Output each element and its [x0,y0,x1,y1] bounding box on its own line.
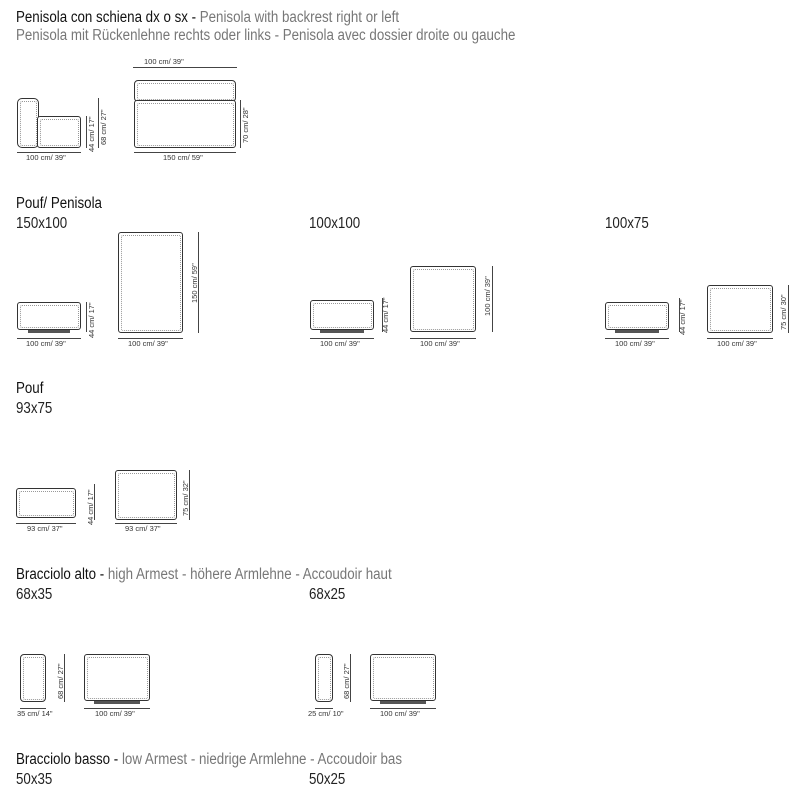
section-subtitle-penisola-backrest: Penisola mit Rückenlehne rechts oder lin… [16,27,516,44]
dim-width-top: 100 cm/ 39" [95,709,135,718]
dim-width-top: 100 cm/ 39" [128,339,168,348]
section-title-pouf: Pouf [16,380,44,397]
section-title-bracciolo-basso: Bracciolo basso - low Armest - niedrige … [16,751,403,768]
dim-height-back: 68 cm/ 27" [99,109,108,145]
size-label: 150x100 [16,215,68,232]
dim-height-seat: 44 cm/ 17" [87,116,96,152]
title-translation: Penisola with backrest right or left [199,9,400,26]
dim-height: 68 cm/ 27" [342,663,351,699]
dim-width-top: 100 cm/ 39" [717,339,757,348]
size-label: 50x25 [309,771,346,788]
dim-width: 35 cm/ 14" [17,709,53,718]
dim-height: 44 cm/ 17" [381,297,390,333]
dim-width: 25 cm/ 10" [308,709,344,718]
title-italian: Penisola con schiena dx o sx - [16,9,200,26]
dim-depth-top: 150 cm/ 59" [190,263,199,303]
dim-top-length: 150 cm/ 59" [163,153,203,162]
size-label: 68x25 [309,586,346,603]
section-title-bracciolo-alto: Bracciolo alto - high Armest - höhere Ar… [16,566,392,583]
size-label: 100x100 [309,215,361,232]
dim-width: 100 cm/ 39" [26,153,66,162]
dim-width: 100 cm/ 39" [615,339,655,348]
dim-depth-top: 100 cm/ 39" [483,276,492,316]
dim-width: 100 cm/ 39" [320,339,360,348]
size-label: 68x35 [16,586,53,603]
section-title-penisola-backrest: Penisola con schiena dx o sx - Penisola … [16,9,399,27]
size-label: 100x75 [605,215,649,232]
dim-width-top: 100 cm/ 39" [380,709,420,718]
dim-width-top: 93 cm/ 37" [125,524,161,533]
dim-depth-top: 75 cm/ 30" [779,294,788,330]
dim-width: 100 cm/ 39" [26,339,66,348]
dim-height: 44 cm/ 17" [678,299,687,335]
size-label: 93x75 [16,400,53,417]
dim-width: 93 cm/ 37" [27,524,63,533]
dim-height: 68 cm/ 27" [56,663,65,699]
section-title-pouf-penisola: Pouf/ Penisola [16,195,102,212]
dim-height: 44 cm/ 17" [87,302,96,338]
dim-width-top: 100 cm/ 39" [420,339,460,348]
size-label: 50x35 [16,771,53,788]
dim-height: 44 cm/ 17" [86,489,95,525]
dim-depth-top: 75 cm/ 32" [181,480,190,516]
dim-top-depth: 70 cm/ 28" [241,107,250,143]
dim-top-width: 100 cm/ 39" [144,57,184,66]
